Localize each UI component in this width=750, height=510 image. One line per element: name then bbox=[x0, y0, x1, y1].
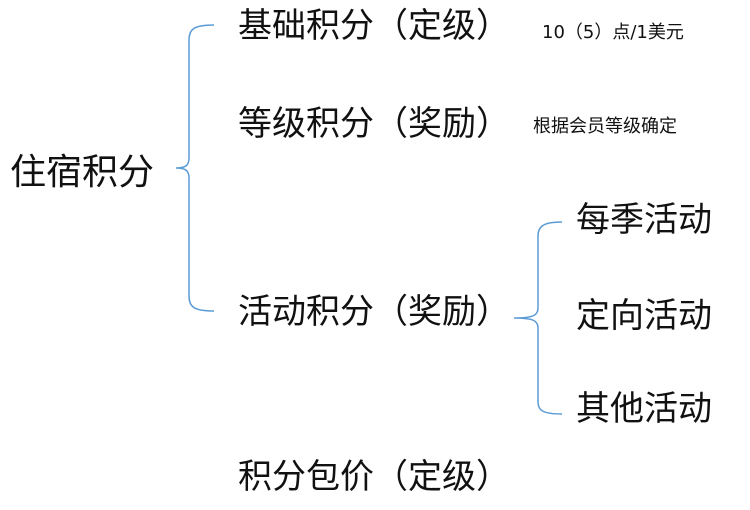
branch-tier-points-note: 根据会员等级确定 bbox=[533, 116, 677, 137]
activity-child-other: 其他活动 bbox=[576, 389, 712, 429]
root-node: 住宿积分 bbox=[10, 152, 155, 193]
branch-activity-points: 活动积分（奖励） bbox=[238, 292, 510, 332]
activity-child-quarterly: 每季活动 bbox=[576, 200, 712, 240]
activity-child-targeted: 定向活动 bbox=[576, 296, 712, 336]
branch-base-points-note: 10（5）点/1美元 bbox=[542, 22, 684, 43]
root-brace bbox=[175, 24, 215, 312]
branch-tier-points: 等级积分（奖励） bbox=[238, 104, 510, 144]
branch-points-package: 积分包价（定级） bbox=[238, 457, 510, 497]
branch-base-points: 基础积分（定级） bbox=[238, 6, 510, 46]
activity-brace bbox=[513, 221, 563, 415]
